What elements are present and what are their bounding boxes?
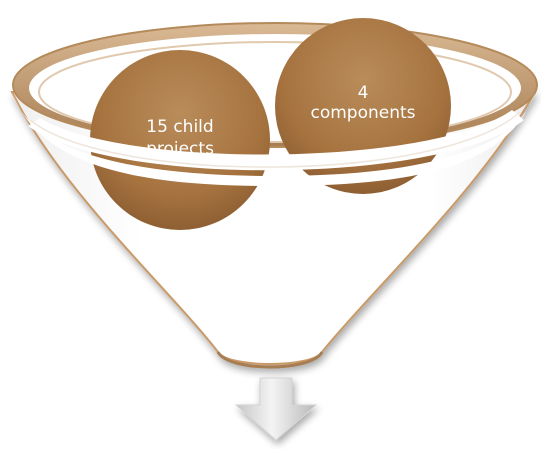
funnel-front-lip bbox=[12, 92, 535, 186]
circle-components-line2: components bbox=[310, 103, 415, 123]
arrow-down-icon bbox=[234, 377, 318, 441]
circle-components-line1: 4 bbox=[358, 83, 369, 103]
circle-child-projects-line1: 15 child bbox=[146, 117, 213, 137]
circle-child-projects: 15 child projects bbox=[90, 50, 270, 230]
